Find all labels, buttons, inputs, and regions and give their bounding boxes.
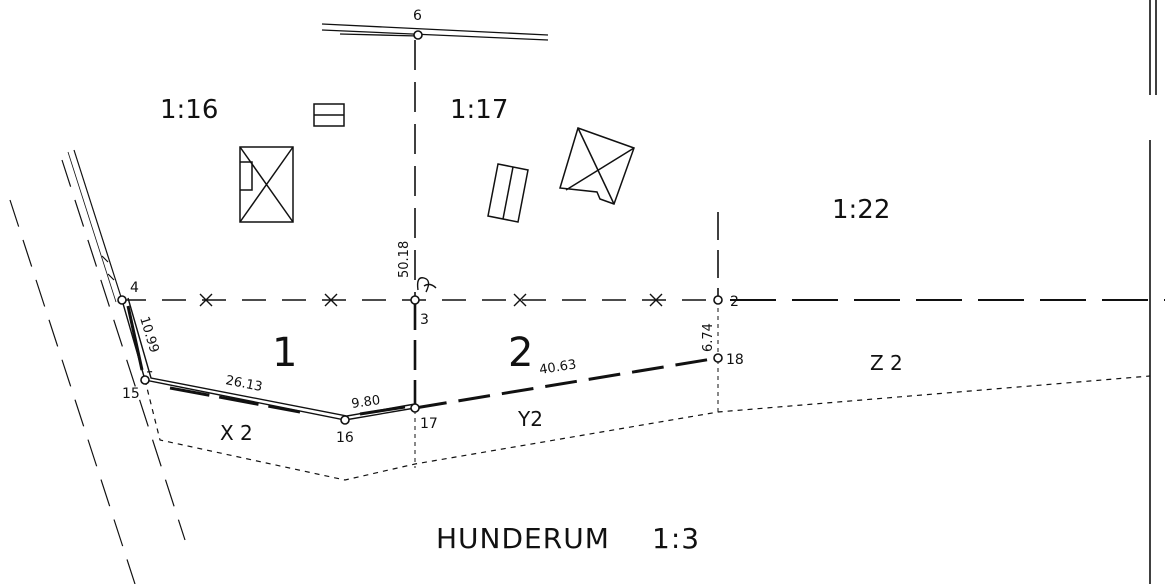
lot-1: 1 xyxy=(272,330,297,376)
parcel-1-16: 1:16 xyxy=(160,95,218,125)
label-point-2: 2 xyxy=(730,294,739,310)
point-18 xyxy=(713,353,723,363)
building-4 xyxy=(559,127,635,205)
point-6 xyxy=(413,30,423,40)
point-3 xyxy=(410,295,420,305)
measure-9-80: 9.80 xyxy=(350,393,381,412)
point-15 xyxy=(140,375,150,385)
building-small-1 xyxy=(313,103,345,127)
building-top xyxy=(321,23,549,41)
label-point-6: 6 xyxy=(413,8,422,24)
area-x2: X 2 xyxy=(220,421,253,445)
survey-points xyxy=(117,30,723,425)
parcel-1-3: 1:3 xyxy=(652,522,700,555)
lot-2: 2 xyxy=(508,330,533,376)
measure-10-99: 10.99 xyxy=(136,315,161,355)
building-3 xyxy=(487,163,529,223)
building-2 xyxy=(239,146,294,223)
label-point-15: 15 xyxy=(122,386,140,402)
area-y2: Y2 xyxy=(517,407,543,431)
point-2 xyxy=(713,295,723,305)
boundary-new-lot2 xyxy=(414,356,719,410)
label-point-17: 17 xyxy=(420,416,438,432)
parcel-1-22: 1:22 xyxy=(832,195,890,225)
label-point-18: 18 xyxy=(726,352,744,368)
label-point-16: 16 xyxy=(336,430,354,446)
point-17 xyxy=(410,403,420,413)
angle-symbol xyxy=(416,277,437,293)
frame-edge xyxy=(1149,0,1157,584)
point-16 xyxy=(340,415,350,425)
boundary-dotted xyxy=(143,371,1151,481)
label-point-3: 3 xyxy=(420,312,429,328)
parcel-1-17: 1:17 xyxy=(450,95,508,125)
area-z2: Z 2 xyxy=(870,351,903,375)
point-4 xyxy=(117,295,127,305)
measure-26-13: 26.13 xyxy=(224,373,263,395)
boundary-horizontal xyxy=(122,293,1165,307)
boundary-new-lot1 xyxy=(121,297,416,421)
label-point-4: 4 xyxy=(130,280,139,296)
place-name: HUNDERUM xyxy=(436,522,610,555)
measure-50-18: 50.18 xyxy=(397,241,412,278)
measure-6-74: 6.74 xyxy=(701,323,716,352)
road-left xyxy=(9,149,186,584)
measure-40-63: 40.63 xyxy=(538,357,577,378)
